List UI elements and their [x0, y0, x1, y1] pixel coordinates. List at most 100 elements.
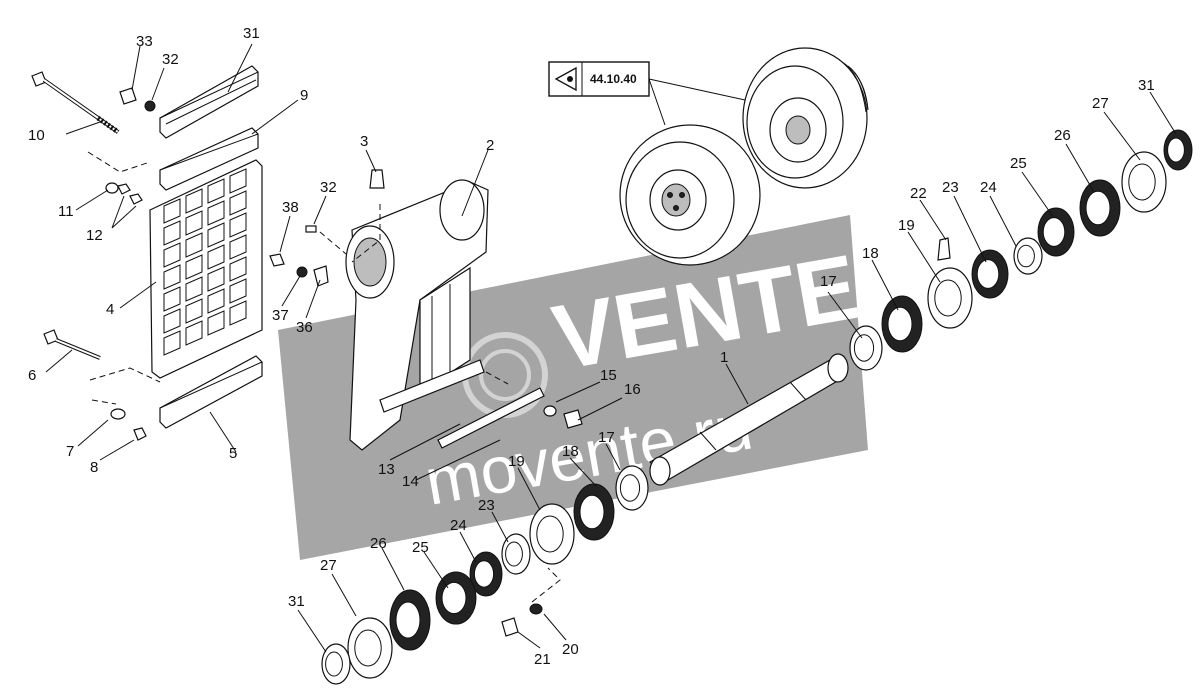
callout: 25	[1010, 155, 1027, 172]
callout: 15	[600, 367, 617, 384]
bearing-bore	[1167, 137, 1185, 163]
grid-cell	[163, 330, 181, 356]
grid-cell	[207, 178, 225, 204]
callout: 26	[370, 535, 387, 552]
grid-cell	[207, 244, 225, 270]
book-eye-icon	[554, 66, 577, 92]
grid-cell	[163, 286, 181, 312]
callout: 20	[562, 641, 579, 658]
callout: 3	[360, 133, 368, 150]
pulley-back	[742, 47, 869, 189]
callout: 16	[624, 381, 641, 398]
grid-cell	[185, 298, 203, 324]
callout: 18	[562, 443, 579, 460]
grid-cell	[185, 210, 203, 236]
callout: 24	[450, 517, 467, 534]
grid-cell	[229, 234, 247, 260]
bearing-bore	[473, 560, 495, 588]
callout: 31	[1138, 77, 1155, 94]
callout: 9	[300, 87, 308, 104]
bearing-bore	[1085, 190, 1111, 226]
bearing-bore	[441, 581, 467, 615]
grid-cell	[207, 266, 225, 292]
callout: 17	[598, 429, 615, 446]
washer-nut-small	[105, 87, 951, 637]
callout: 23	[942, 179, 959, 196]
bar-9	[159, 127, 259, 191]
bearing-bore	[579, 494, 605, 530]
reference-box: 44.10.40	[548, 61, 746, 126]
bearing-bore	[887, 306, 913, 342]
callout: 33	[136, 33, 153, 50]
bearing-bore	[619, 474, 641, 502]
callout: 12	[86, 227, 103, 244]
grid-cell	[207, 200, 225, 226]
callout: 36	[296, 319, 313, 336]
callout: 37	[272, 307, 289, 324]
frame-2	[345, 179, 545, 451]
callout: 23	[478, 497, 495, 514]
callout: 19	[898, 217, 915, 234]
bearing-bore	[853, 334, 875, 362]
callout: 4	[106, 301, 114, 318]
grid-cell	[163, 198, 181, 224]
bearing-bore	[976, 259, 1000, 289]
bar-32	[159, 65, 259, 139]
grid-cell	[229, 212, 247, 238]
callout: 18	[862, 245, 879, 262]
grid-cell	[185, 232, 203, 258]
bearing-bore	[1042, 217, 1066, 247]
grid-cell	[207, 310, 225, 336]
grid-plate-4	[149, 159, 263, 379]
grid-cell	[229, 168, 247, 194]
callout: 17	[820, 273, 837, 290]
callout: 13	[378, 461, 395, 478]
callout: 27	[1092, 95, 1109, 112]
bearing-bore	[934, 279, 962, 317]
grid-cell	[229, 190, 247, 216]
callout: 8	[90, 459, 98, 476]
grid-cell	[185, 320, 203, 346]
callout: 6	[28, 367, 36, 384]
leader-lines	[45, 43, 1177, 653]
reference-code: 44.10.40	[590, 72, 637, 86]
shaft-1	[649, 353, 849, 486]
grid-cell	[185, 254, 203, 280]
bearing-bore	[1128, 163, 1156, 201]
bar-5	[159, 355, 263, 429]
callout: 19	[508, 453, 525, 470]
callout: 24	[980, 179, 997, 196]
grid-cell	[163, 264, 181, 290]
bearing-bore	[1017, 244, 1035, 268]
grid-cell	[163, 220, 181, 246]
callout: 11	[58, 203, 74, 220]
callout: 31	[288, 593, 305, 610]
callout: 7	[66, 443, 74, 460]
grid-cell	[185, 276, 203, 302]
bearing-bore	[395, 601, 421, 639]
grid-cell	[207, 222, 225, 248]
grid-cell	[229, 256, 247, 282]
bolt-10	[31, 71, 120, 135]
callout: 21	[534, 651, 551, 668]
grid-cell	[207, 288, 225, 314]
grid-cell	[163, 242, 181, 268]
callout: 14	[402, 473, 419, 490]
bearings-and-seals	[321, 129, 1193, 685]
callout: 22	[910, 185, 927, 202]
callout: 25	[412, 539, 429, 556]
callout: 31	[243, 25, 260, 42]
grid-cell	[163, 308, 181, 334]
bearing-bore	[505, 541, 523, 567]
callout: 5	[229, 445, 237, 462]
callout-labels: 33 32 31 9 10 11 12 4 6 7 8 5 3 2 32 38 …	[28, 25, 1155, 668]
callout: 27	[320, 557, 337, 574]
bearing-bore	[536, 515, 564, 553]
bearing-bore	[325, 651, 343, 677]
callout: 2	[486, 137, 494, 154]
bearing-bore	[354, 629, 382, 667]
grid-cell	[229, 300, 247, 326]
callout: 38	[282, 199, 299, 216]
callout: 32	[320, 179, 337, 196]
